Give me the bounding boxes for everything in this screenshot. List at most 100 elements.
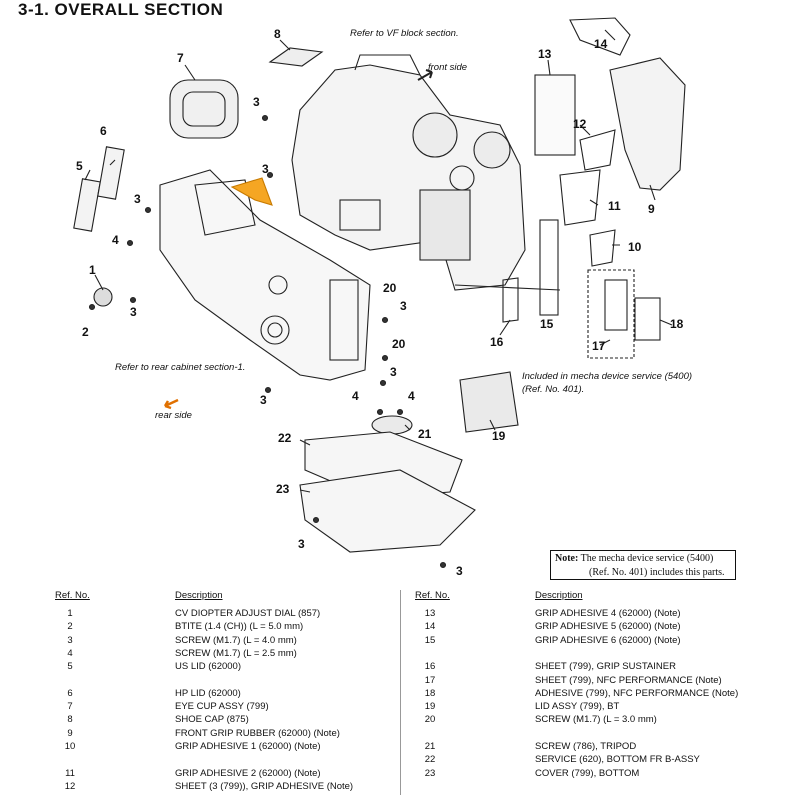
diagram-label: 3 xyxy=(130,305,137,319)
part-description: ADHESIVE (799), NFC PERFORMANCE (Note) xyxy=(535,687,739,699)
mecha-ref-callout: (Ref. No. 401). xyxy=(522,384,585,395)
diagram-label: 4 xyxy=(112,233,119,247)
diagram-label: 3 xyxy=(262,162,269,176)
part-description: HP LID (62000) xyxy=(175,687,241,699)
ref-number: 20 xyxy=(424,714,436,726)
part-description: GRIP ADHESIVE 5 (62000) (Note) xyxy=(535,621,681,633)
diagram-label: 18 xyxy=(670,317,684,331)
diagram-label: 13 xyxy=(538,47,552,61)
ref-number: 21 xyxy=(424,741,436,752)
diagram-label: 3 xyxy=(260,393,267,407)
note-label: Note: xyxy=(555,553,579,564)
diagram-label: 16 xyxy=(490,335,504,349)
diagram-label: 1 xyxy=(89,263,96,277)
desc-header: Description xyxy=(535,590,583,601)
vf-block-callout: Refer to VF block section. xyxy=(350,28,459,39)
diagram-label: 2 xyxy=(82,325,89,339)
ref-number: 9 xyxy=(67,727,73,739)
part-description: GRIP ADHESIVE 2 (62000) (Note) xyxy=(175,767,321,779)
diagram-label: 8 xyxy=(274,27,281,41)
ref-number: 10 xyxy=(64,741,76,752)
part-description: SERVICE (620), BOTTOM FR B-ASSY xyxy=(535,754,700,766)
desc-header: Description xyxy=(175,590,223,601)
note-box: Note: The mecha device service (5400) (R… xyxy=(550,550,736,580)
ref-header: Ref. No. xyxy=(55,590,90,601)
mecha-included-callout: Included in mecha device service (5400) xyxy=(522,371,693,382)
diagram-label: 15 xyxy=(540,317,554,331)
diagram-label: 7 xyxy=(177,51,184,65)
diagram-label: 20 xyxy=(383,281,397,295)
ref-number: 7 xyxy=(67,701,73,713)
front-side-arrow xyxy=(417,69,433,81)
part-description: GRIP ADHESIVE 6 (62000) (Note) xyxy=(535,634,681,646)
note-line1: The mecha device service (5400) xyxy=(580,553,714,564)
part-description: SCREW (786), TRIPOD xyxy=(535,741,637,752)
part-description: SHEET (3 (799)), GRIP ADHESIVE (Note) xyxy=(175,780,354,792)
diagram-label: 23 xyxy=(276,482,290,496)
ref-number: 23 xyxy=(424,767,436,779)
part-description: GRIP ADHESIVE 1 (62000) (Note) xyxy=(175,741,321,752)
part-description: SHEET (799), NFC PERFORMANCE (Note) xyxy=(535,674,722,686)
diagram-label: 3 xyxy=(253,95,260,109)
ref-number: 18 xyxy=(424,687,436,699)
ref-number: 12 xyxy=(64,780,76,792)
part-description: SCREW (M1.7) (L = 3.0 mm) xyxy=(535,714,657,726)
diagram-label: 4 xyxy=(408,389,415,403)
table-divider xyxy=(400,590,401,795)
part-description: BTITE (1.4 (CH)) (L = 5.0 mm) xyxy=(175,621,304,633)
ref-number: 19 xyxy=(424,701,436,713)
ref-number: 6 xyxy=(67,687,73,699)
ref-number: 17 xyxy=(424,674,436,686)
diagram-label: 3 xyxy=(298,537,305,551)
diagram-label: 3 xyxy=(456,564,463,578)
diagram-label: 5 xyxy=(76,159,83,173)
diagram-label: 22 xyxy=(278,431,292,445)
diagram-label: 12 xyxy=(573,117,587,131)
diagram-label: 11 xyxy=(608,199,621,213)
part-description: SHEET (799), GRIP SUSTAINER xyxy=(535,661,676,673)
part-description: SCREW (M1.7) (L = 2.5 mm) xyxy=(175,647,297,659)
part-description: COVER (799), BOTTOM xyxy=(535,767,640,779)
ref-number: 5 xyxy=(67,661,73,673)
front-side-callout: front side xyxy=(428,62,468,73)
rear-cabinet-callout: Refer to rear cabinet section-1. xyxy=(115,362,246,373)
ref-number: 2 xyxy=(67,621,73,633)
ref-number: 3 xyxy=(67,634,73,646)
diagram-label: 6 xyxy=(100,124,107,138)
note-line2: (Ref. No. 401) includes this parts. xyxy=(589,567,725,578)
diagram-label: 9 xyxy=(648,202,655,216)
part-description: FRONT GRIP RUBBER (62000) (Note) xyxy=(175,727,340,739)
part-description: GRIP ADHESIVE 4 (62000) (Note) xyxy=(535,608,681,619)
part-description: SHOE CAP (875) xyxy=(175,714,249,726)
part-description: US LID (62000) xyxy=(175,661,242,673)
page-title: 3-1. OVERALL SECTION xyxy=(18,0,224,19)
rear-side-callout: rear side xyxy=(155,410,192,421)
part-description: SCREW (M1.7) (L = 4.0 mm) xyxy=(175,634,297,646)
ref-number: 14 xyxy=(424,621,436,633)
diagram-label: 10 xyxy=(628,240,642,254)
ref-number: 13 xyxy=(424,608,436,619)
camera-body-shape xyxy=(291,64,526,291)
ref-number: 8 xyxy=(67,714,73,726)
ref-number: 22 xyxy=(424,754,436,766)
ref-number: 1 xyxy=(67,608,73,619)
diagram-label: 3 xyxy=(390,365,397,379)
grip-adhesive-shape xyxy=(230,177,273,206)
diagram-label: 3 xyxy=(134,192,141,206)
part-description: EYE CUP ASSY (799) xyxy=(175,701,269,713)
part-description: CV DIOPTER ADJUST DIAL (857) xyxy=(175,608,321,619)
diagram-label: 21 xyxy=(418,427,432,441)
ref-header: Ref. No. xyxy=(415,590,450,601)
diagram-label: 19 xyxy=(492,429,506,443)
ref-number: 4 xyxy=(67,647,73,659)
diagram-label: 3 xyxy=(400,299,407,313)
diagram-label: 17 xyxy=(592,339,606,353)
ref-number: 15 xyxy=(424,634,436,646)
part-description: LID ASSY (799), BT xyxy=(535,701,620,713)
diagram-label: 14 xyxy=(594,37,608,51)
diagram-label: 20 xyxy=(392,337,406,351)
exploded-view-diagram: 7 8 14 13 12 9 11 10 18 17 15 16 19 21 2… xyxy=(73,17,686,578)
ref-number: 11 xyxy=(65,767,75,779)
diagram-label: 4 xyxy=(352,389,359,403)
rear-side-arrow xyxy=(163,398,179,410)
